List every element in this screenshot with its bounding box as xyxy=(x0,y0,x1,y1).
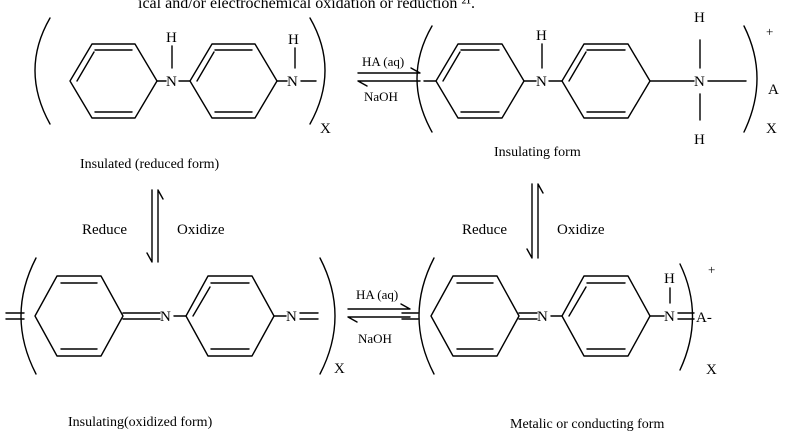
ring-1-tl-double-bonds xyxy=(76,49,133,113)
double-bond-br-4 xyxy=(677,312,695,320)
arrow-down-right xyxy=(526,183,533,259)
equilibrium-bottom: HA (aq) NaOH xyxy=(347,287,411,346)
benzene-ring-2-tr xyxy=(561,43,651,119)
nitrogen-tl-2: N xyxy=(287,74,298,90)
paren-close-br xyxy=(679,263,694,371)
hydrogen-tr-2-up: H xyxy=(694,10,705,26)
arrow-up-left xyxy=(157,189,164,263)
label-reduce-right: Reduce xyxy=(462,222,507,238)
nitrogen-bl-2: N xyxy=(286,309,297,325)
subscript-x-bl: X xyxy=(334,361,345,377)
paren-open-tr xyxy=(416,25,433,133)
benzene-ring-1-tl xyxy=(69,43,158,119)
paren-open-tl xyxy=(34,17,51,125)
arrow-back-top xyxy=(357,80,421,87)
paren-close-bl xyxy=(319,257,336,375)
hydrogen-tr-2-down: H xyxy=(694,132,705,148)
nitrogen-br-1: N xyxy=(537,309,548,325)
double-bond-br-0 xyxy=(401,312,419,320)
header-text: ical and/or electrochemical oxidation or… xyxy=(138,0,475,12)
caption-top-left: Insulated (reduced form) xyxy=(80,157,219,172)
arrow-back-bottom xyxy=(347,316,411,323)
equilibrium-top: HA (aq) NaOH xyxy=(357,54,421,104)
double-bond-br-1 xyxy=(518,312,538,320)
paren-open-bl xyxy=(20,257,37,375)
charge-plus-br: + xyxy=(708,262,715,277)
benzene-ring-bl xyxy=(185,275,275,357)
redox-left: Reduce Oxidize xyxy=(82,189,225,263)
ring-2-tl-double-bonds xyxy=(196,49,253,113)
nitrogen-tr-1: N xyxy=(536,74,547,90)
paren-open-br xyxy=(418,257,435,375)
hydrogen-tr-1: H xyxy=(536,28,547,44)
arrow-down-left xyxy=(146,189,153,263)
label-oxidize-right: Oxidize xyxy=(557,222,605,238)
caption-top-right: Insulating form xyxy=(494,145,581,160)
caption-bottom-right: Metalic or conducting form xyxy=(510,417,664,432)
quinoid-ring-bl-double-bonds xyxy=(60,282,98,350)
reagent-acid-bottom: HA (aq) xyxy=(356,287,398,302)
nitrogen-bl-1: N xyxy=(160,309,171,325)
structure-bottom-right: N N H A- + X Metalic or conducting form xyxy=(401,257,717,432)
arrow-forward-bottom xyxy=(347,303,411,310)
reagent-base-top: NaOH xyxy=(364,89,398,104)
paren-close-tr xyxy=(743,25,758,133)
label-oxidize-left: Oxidize xyxy=(177,222,225,238)
nitrogen-br-2: N xyxy=(664,309,675,325)
ring-2-tr-double-bonds xyxy=(568,49,626,113)
arrow-forward-top xyxy=(357,67,421,74)
paren-close-tl xyxy=(309,17,326,125)
redox-right: Reduce Oxidize xyxy=(462,183,605,259)
benzene-ring-1-tr xyxy=(435,43,525,119)
double-bond-bl-1 xyxy=(122,312,161,320)
benzene-ring-2-tl xyxy=(189,43,278,119)
caption-bottom-left: Insulating(oxidized form) xyxy=(68,415,213,430)
charge-plus-tr: + xyxy=(766,24,773,39)
hydrogen-tl-2: H xyxy=(288,32,299,48)
arrow-up-right xyxy=(537,183,544,259)
structure-top-right: N H N H H + A X Insulating form xyxy=(416,10,779,160)
anion-a-tr: A xyxy=(768,82,779,98)
reagent-base-bottom: NaOH xyxy=(358,331,392,346)
nitrogen-tr-2: N xyxy=(694,74,705,90)
subscript-x-tr: X xyxy=(766,121,777,137)
label-reduce-left: Reduce xyxy=(82,222,127,238)
quinoid-ring-br xyxy=(430,275,520,357)
ring-1-tr-double-bonds xyxy=(442,49,500,113)
reagent-acid-top: HA (aq) xyxy=(362,54,404,69)
benzene-ring-br xyxy=(561,275,651,357)
hydrogen-tl-1: H xyxy=(166,30,177,46)
hydrogen-br: H xyxy=(664,271,675,287)
benzene-ring-bl-double-bonds xyxy=(192,282,250,350)
subscript-x-br: X xyxy=(706,362,717,378)
anion-a-minus-br: A- xyxy=(696,310,712,326)
structure-bottom-left: N N X Insulating(oxidized form) xyxy=(5,257,345,430)
quinoid-ring-br-double-bonds xyxy=(456,282,494,350)
structure-top-left: N H N H X Insulated (reduced form) xyxy=(34,17,331,172)
benzene-ring-br-double-bonds xyxy=(568,282,626,350)
double-bond-bl-4 xyxy=(299,312,319,320)
quinoid-ring-bl xyxy=(34,275,124,357)
nitrogen-tl-1: N xyxy=(166,74,177,90)
subscript-x-tl: X xyxy=(320,121,331,137)
